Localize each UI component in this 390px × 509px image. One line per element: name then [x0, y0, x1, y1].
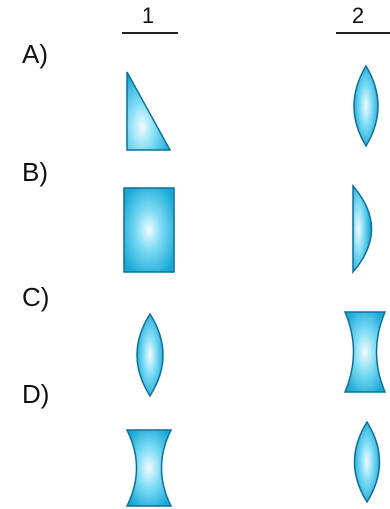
row-label-c: C)	[22, 283, 49, 311]
biconvex-lens-a2	[346, 64, 386, 148]
column-header-1: 1	[118, 4, 178, 28]
biconcave-lens-d1	[124, 428, 174, 508]
plano-convex-lens-b2	[350, 184, 386, 274]
column-header-2: 2	[328, 4, 388, 28]
row-label-d: D)	[22, 380, 49, 408]
right-triangle-prism-a1	[120, 70, 180, 154]
biconvex-lens-d2	[346, 420, 388, 504]
row-label-b: B)	[22, 158, 48, 186]
column-underline-1	[122, 32, 178, 34]
row-label-a: A)	[22, 40, 48, 68]
rectangular-slab-b1	[122, 186, 176, 274]
column-underline-2	[336, 32, 390, 34]
biconcave-lens-c2	[342, 310, 388, 394]
biconvex-lens-c1	[128, 312, 172, 398]
